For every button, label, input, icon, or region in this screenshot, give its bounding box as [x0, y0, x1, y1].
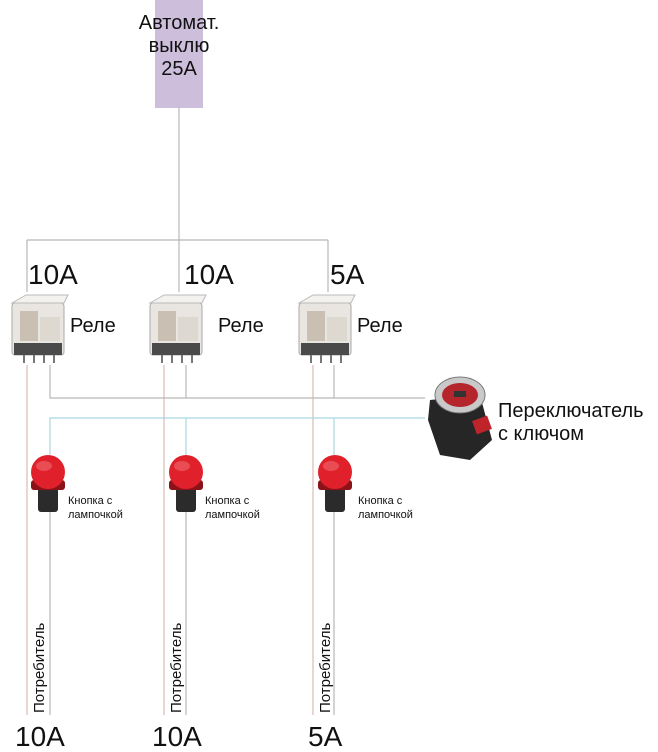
relay-label: Реле: [218, 315, 264, 337]
lamp-label-line1: Кнопка с: [205, 495, 250, 507]
consumer-label: Потребитель: [317, 622, 334, 713]
switch-wires: [49, 417, 425, 455]
key-switch-line1: Переключатель: [498, 400, 644, 422]
lamp-label-line2: лампочкой: [68, 509, 123, 521]
consumer-rating: 10A: [152, 721, 202, 752]
consumer-rating: 5A: [308, 721, 343, 752]
breaker-rating: 25A: [161, 58, 197, 80]
breaker-line1: Автомат.: [138, 12, 220, 34]
lamp-label-line1: Кнопка с: [358, 495, 403, 507]
key-switch-label: Переключатель с ключом: [498, 400, 644, 446]
relay-icon: [10, 294, 69, 363]
control-wires: [49, 365, 425, 715]
indicator-lamp-icon: [169, 455, 203, 512]
circuit-breaker-label: Автомат. выклю 25A: [119, 12, 239, 81]
breaker-line2: выклю: [148, 35, 210, 57]
relay-icon: [148, 294, 207, 363]
lamp-label-line1: Кнопка с: [68, 495, 113, 507]
lamp-label: Кнопка с лампочкой: [68, 494, 123, 522]
indicator-lamp-icon: [31, 455, 65, 512]
relay-rating: 10A: [184, 259, 234, 290]
key-switch-icon: [428, 376, 492, 460]
lamp-label: Кнопка с лампочкой: [358, 494, 413, 522]
key-switch-line2: с ключом: [498, 423, 585, 445]
supply-wires: [26, 108, 329, 292]
relay-label: Реле: [70, 315, 116, 337]
relay-icon: [297, 294, 356, 363]
relay-rating: 10A: [28, 259, 78, 290]
lamp-label-line2: лампочкой: [205, 509, 260, 521]
relay-label: Реле: [357, 315, 403, 337]
load-wires: [26, 365, 314, 715]
indicator-lamp-icon: [318, 455, 352, 512]
lamp-label: Кнопка с лампочкой: [205, 494, 260, 522]
consumer-label: Потребитель: [168, 622, 185, 713]
consumer-label: Потребитель: [31, 622, 48, 713]
consumer-rating: 10A: [15, 721, 65, 752]
relay-rating: 5A: [330, 259, 365, 290]
circuit-breaker: [155, 0, 203, 108]
lamp-label-line2: лампочкой: [358, 509, 413, 521]
